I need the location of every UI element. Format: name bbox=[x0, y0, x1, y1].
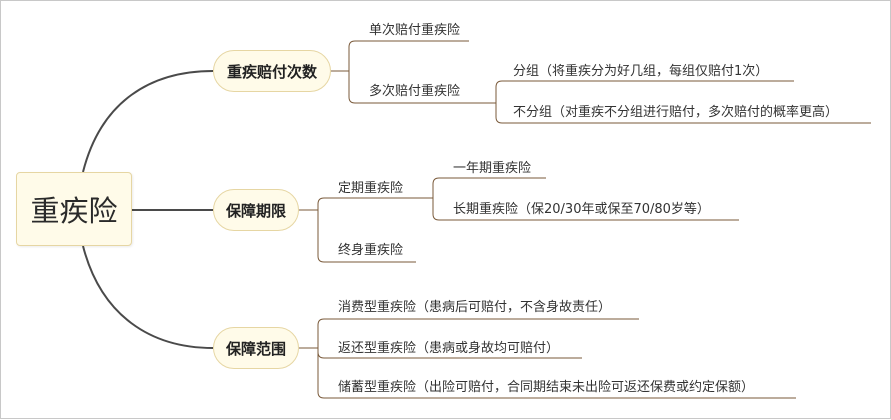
branch-topic-claim-count[interactable]: 重疾赔付次数 bbox=[213, 50, 331, 92]
branch-1-lines bbox=[331, 40, 871, 124]
subtopic-long-term-ci[interactable]: 长期重疾险（保20/30年或保至70/80岁等） bbox=[453, 202, 710, 217]
subtopic-term-ci[interactable]: 定期重疾险 bbox=[338, 181, 404, 196]
branch-3-lines bbox=[299, 318, 796, 399]
subtopic-savings-ci[interactable]: 储蓄型重疾险（出险可赔付，合同期结束未出险可返还保费或约定保额） bbox=[338, 380, 755, 395]
connector-root-to-branch-1 bbox=[82, 70, 214, 173]
subtopic-whole-life-ci[interactable]: 终身重疾险 bbox=[338, 243, 404, 258]
subtopic-single-claim[interactable]: 单次赔付重疾险 bbox=[369, 23, 461, 38]
subtopic-ungrouped[interactable]: 不分组（对重疾不分组进行赔付，多次赔付的概率更高） bbox=[513, 105, 839, 120]
branch-topic-coverage-scope[interactable]: 保障范围 bbox=[213, 327, 299, 369]
branch-2-lines bbox=[298, 177, 739, 263]
subtopic-multiple-claim[interactable]: 多次赔付重疾险 bbox=[369, 84, 461, 99]
root-topic[interactable]: 重疾险 bbox=[16, 172, 132, 246]
subtopic-consumption-ci[interactable]: 消费型重疾险（患病后可赔付，不含身故责任） bbox=[338, 300, 612, 315]
branch-topic-coverage-period[interactable]: 保障期限 bbox=[213, 189, 299, 231]
connector-root-to-branch-3 bbox=[82, 245, 214, 349]
subtopic-grouped[interactable]: 分组（将重疾分为好几组，每组仅赔付1次） bbox=[513, 64, 769, 79]
subtopic-refund-ci[interactable]: 返还型重疾险（患病或身故均可赔付） bbox=[338, 341, 560, 356]
subtopic-one-year-ci[interactable]: 一年期重疾险 bbox=[453, 161, 532, 176]
